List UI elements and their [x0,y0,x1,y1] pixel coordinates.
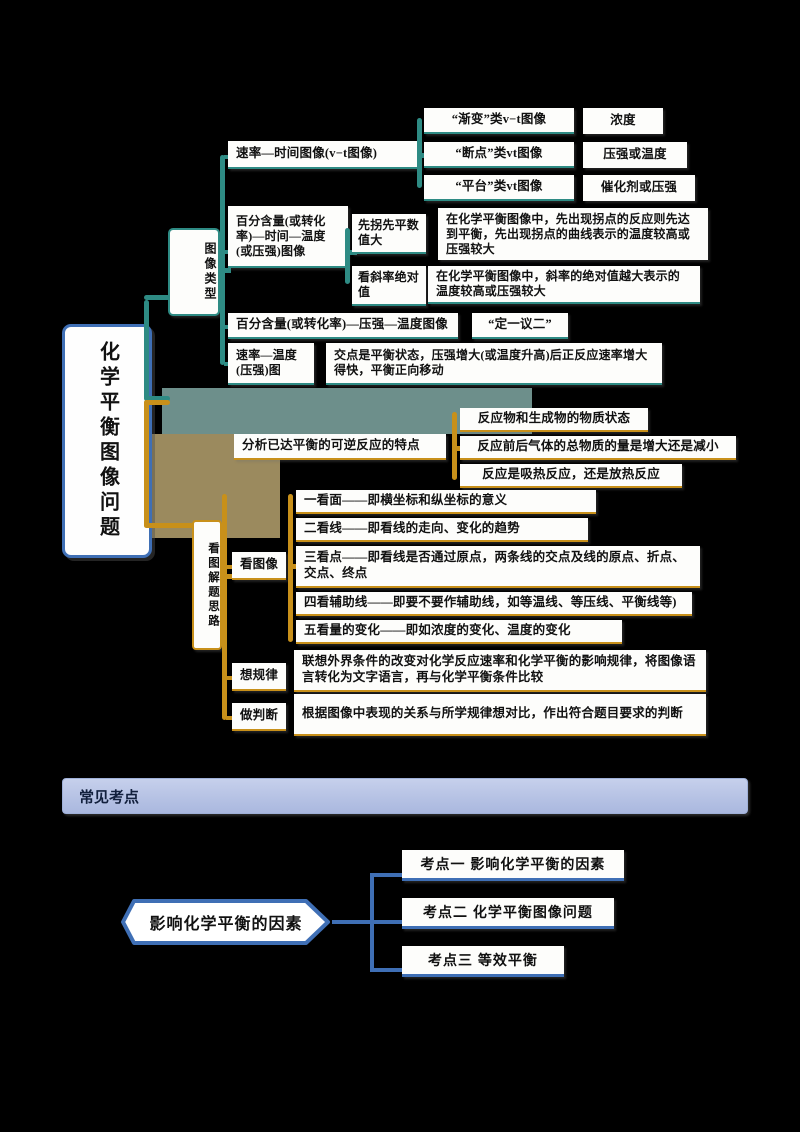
connector-percent-spine [345,228,350,284]
node-slope-abs-detail-label: 在化学平衡图像中，斜率的绝对值越大表示的温度较高或压强较大 [436,269,681,298]
section-point-3-label: 考点三 等效平衡 [428,952,538,968]
node-plateau-vt[interactable]: “平台”类vt图像 [424,175,574,201]
node-recall-rules-detail[interactable]: 联想外界条件的改变对化学反应速率和化学平衡的影响规律，将图像语言转化为文字语言，… [294,650,706,692]
connector-section-p3 [370,968,404,972]
connector-method-stub [221,574,233,579]
node-solving-approach-label: 看图解题思路 [207,541,219,629]
node-make-judgement-label: 做判断 [239,708,279,723]
node-recall-rules-label: 想规律 [239,668,279,683]
connector-root-teal-vert [144,300,149,400]
root-node[interactable]: 化学平衡图像问题 [62,324,152,558]
section-root-label: 影响化学平衡的因素 [149,916,303,933]
node-make-judgement-detail[interactable]: 根据图像中表现的关系与所学规律想对比，作出符合题目要求的判断 [294,694,706,736]
node-gradual-vt-detail-label: 浓度 [610,113,636,128]
connector-section-stem [332,920,374,924]
section-point-1[interactable]: 考点一 影响化学平衡的因素 [402,850,624,881]
node-slope-abs-detail[interactable]: 在化学平衡图像中，斜率的绝对值越大表示的温度较高或压强较大 [428,266,700,304]
node-rate-time-image-label: 速率—时间图像(v−t图像) [236,146,378,161]
node-gradual-vt-detail[interactable]: 浓度 [583,108,663,134]
node-earlier-bend-label: 先拐先平数值大 [358,218,420,247]
node-solving-approach[interactable]: 看图解题思路 [192,520,222,650]
section-header: 常见考点 [62,778,748,814]
connector-analysis-stub [452,446,464,451]
node-fix-one-discuss-two-label: “定一议二” [488,317,552,332]
node-plateau-vt-detail-label: 催化剂或压强 [600,180,678,195]
node-readimage-item-2[interactable]: 二看线——即看线的走向、变化的趋势 [296,518,588,542]
node-analysis-equilibrium[interactable]: 分析已达平衡的可逆反应的特点 [234,434,446,460]
node-slope-abs[interactable]: 看斜率绝对值 [352,266,426,306]
node-analysis-item-2-label: 反应前后气体的总物质的量是增大还是减小 [477,439,719,454]
node-rate-temp-pressure-detail-label: 交点是平衡状态，压强增大(或温度升高)后正反应速率增大得快，平衡正向移动 [334,348,648,377]
node-readimage-item-2-label: 二看线——即看线的走向、变化的趋势 [304,521,520,536]
node-percent-time-temp[interactable]: 百分含量(或转化率)—时间—温度(或压强)图像 [228,206,348,268]
node-breakpoint-vt-label: “断点”类vt图像 [455,146,543,161]
node-plateau-vt-label: “平台”类vt图像 [455,179,543,194]
node-analysis-item-3[interactable]: 反应是吸热反应，还是放热反应 [460,464,682,488]
connector-root-orange-bottom [144,523,206,528]
node-analysis-item-3-label: 反应是吸热反应，还是放热反应 [482,467,660,482]
node-breakpoint-vt[interactable]: “断点”类vt图像 [424,142,574,168]
connector-method-g1 [226,565,236,569]
node-readimage-item-4-label: 四看辅助线——即要不要作辅助线，如等温线、等压线、平衡线等) [304,595,677,610]
node-readimage-item-4[interactable]: 四看辅助线——即要不要作辅助线，如等温线、等压线、平衡线等) [296,592,692,616]
node-readimage-item-3-label: 三看点——即看线是否通过原点，两条线的交点及线的原点、折点、交点、终点 [304,550,686,580]
node-image-type[interactable]: 图像类型 [168,228,220,316]
node-analysis-item-2[interactable]: 反应前后气体的总物质的量是增大还是减小 [460,436,736,460]
node-make-judgement[interactable]: 做判断 [232,703,286,731]
node-percent-pressure-temp-label: 百分含量(或转化率)—压强—温度图像 [236,317,448,332]
node-percent-pressure-temp[interactable]: 百分含量(或转化率)—压强—温度图像 [228,313,458,339]
section-header-title: 常见考点 [79,789,140,806]
node-recall-rules[interactable]: 想规律 [232,663,286,691]
node-read-image[interactable]: 看图像 [232,552,286,580]
node-readimage-item-3[interactable]: 三看点——即看线是否通过原点，两条线的交点及线的原点、折点、交点、终点 [296,546,700,588]
node-earlier-bend[interactable]: 先拐先平数值大 [352,214,426,254]
root-node-label: 化学平衡图像问题 [96,341,119,541]
section-root-node[interactable]: 影响化学平衡的因素 [120,898,332,946]
node-read-image-label: 看图像 [239,557,279,572]
node-breakpoint-vt-detail[interactable]: 压强或温度 [583,142,687,168]
section-point-3[interactable]: 考点三 等效平衡 [402,946,564,977]
connector-root-orange-vert [144,400,149,528]
node-earlier-bend-detail[interactable]: 在化学平衡图像中，先出现拐点的反应则先达到平衡，先出现拐点的曲线表示的温度较高或… [438,208,708,260]
node-percent-time-temp-label: 百分含量(或转化率)—时间—温度(或压强)图像 [236,213,326,258]
connector-method-g2 [226,676,236,680]
node-plateau-vt-detail[interactable]: 催化剂或压强 [583,175,695,201]
node-analysis-equilibrium-label: 分析已达平衡的可逆反应的特点 [242,438,420,453]
connector-readimage-stub [288,564,300,569]
connector-section-p2 [370,920,404,924]
node-rate-temp-pressure-detail[interactable]: 交点是平衡状态，压强增大(或温度升高)后正反应速率增大得快，平衡正向移动 [326,343,662,385]
node-rate-temp-pressure[interactable]: 速率—温度(压强)图 [228,343,314,385]
node-make-judgement-detail-label: 根据图像中表现的关系与所学规律想对比，作出符合题目要求的判断 [302,706,684,721]
section-point-1-label: 考点一 影响化学平衡的因素 [420,856,606,872]
connector-root-orange-top [144,400,170,405]
node-fix-one-discuss-two[interactable]: “定一议二” [472,313,568,339]
section-point-2[interactable]: 考点二 化学平衡图像问题 [402,898,614,929]
connector-ratetime-stub [417,153,429,158]
hexagon-shape-icon [121,899,330,945]
node-image-type-label: 图像类型 [203,242,217,302]
node-analysis-item-1-label: 反应物和生成物的物质状态 [477,411,631,426]
connector-root-teal-bottom [144,396,170,401]
node-readimage-item-1[interactable]: 一看面——即横坐标和纵坐标的意义 [296,490,596,514]
connector-root-teal-top [144,295,170,300]
node-recall-rules-detail-label: 联想外界条件的改变对化学反应速率和化学平衡的影响规律，将图像语言转化为文字语言，… [302,654,696,684]
node-gradual-vt-label: “渐变”类v−t图像 [451,112,547,127]
connector-imagetype-spine [220,155,225,365]
node-earlier-bend-detail-label: 在化学平衡图像中，先出现拐点的反应则先达到平衡，先出现拐点的曲线表示的温度较高或… [446,211,691,256]
connector-method-spine [222,494,227,720]
connector-section-p1 [370,873,404,877]
node-readimage-item-5-label: 五看量的变化——即如浓度的变化、温度的变化 [304,623,571,638]
node-readimage-item-1-label: 一看面——即横坐标和纵坐标的意义 [304,493,508,508]
node-breakpoint-vt-detail-label: 压强或温度 [603,147,667,162]
node-gradual-vt[interactable]: “渐变”类v−t图像 [424,108,574,134]
section-point-2-label: 考点二 化学平衡图像问题 [423,904,593,920]
connector-imagetype-stub [219,268,231,273]
connector-percent-stub [345,250,357,255]
node-rate-time-image[interactable]: 速率—时间图像(v−t图像) [228,141,420,169]
connector-method-g3 [226,716,236,720]
node-slope-abs-label: 看斜率绝对值 [358,270,420,299]
node-rate-temp-pressure-label: 速率—温度(压强)图 [236,348,298,377]
node-analysis-item-1[interactable]: 反应物和生成物的物质状态 [460,408,648,432]
node-readimage-item-5[interactable]: 五看量的变化——即如浓度的变化、温度的变化 [296,620,622,644]
